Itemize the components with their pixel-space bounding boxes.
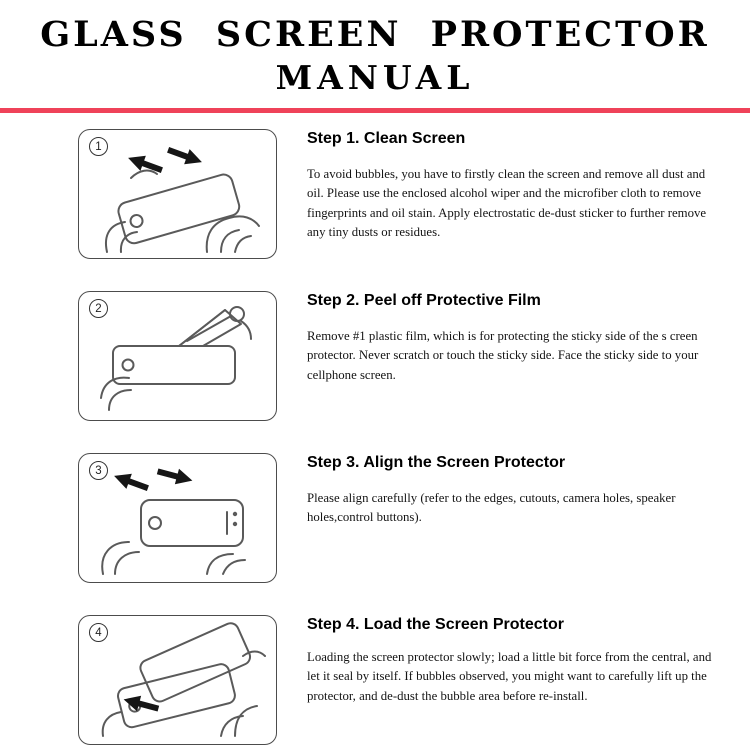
step-number: 3 [95, 464, 102, 477]
align-arrow-right-icon [156, 468, 193, 485]
hands-loading-protector-icon [101, 622, 266, 737]
title-divider [0, 108, 750, 113]
step-number: 2 [95, 302, 102, 315]
align-arrow-left-icon [114, 473, 149, 491]
step-4-text: Step 4. Load the Screen Protector Loadin… [307, 615, 724, 706]
step-number-badge: 1 [89, 137, 108, 156]
step-number-badge: 3 [89, 461, 108, 480]
step-2-text: Step 2. Peel off Protective Film Remove … [307, 291, 724, 385]
protector-sheet-outline [139, 622, 252, 703]
step-number: 4 [95, 626, 102, 639]
step-heading: Step 2. Peel off Protective Film [307, 292, 541, 309]
hands-aligning-protector-icon [101, 468, 246, 575]
step-number-badge: 2 [89, 299, 108, 318]
steps-list: 1 [0, 113, 750, 745]
step-2-illustration: 2 [78, 291, 277, 421]
manual-title: GLASS SCREEN PROTECTOR MANUAL [0, 0, 750, 97]
camera-hole-dot [232, 521, 238, 527]
step-heading: Step 4. Load the Screen Protector [307, 616, 564, 633]
step-body: Remove #1 plastic film, which is for pro… [307, 329, 699, 382]
wipe-arrow-right-icon [167, 147, 202, 165]
hand-outline [100, 306, 252, 411]
camera-hole-dot [232, 511, 238, 517]
step-body: To avoid bubbles, you have to firstly cl… [307, 167, 707, 240]
step-1-illustration: 1 [78, 129, 277, 259]
step-row-1: 1 [78, 129, 724, 259]
step-1-text: Step 1. Clean Screen To avoid bubbles, y… [307, 129, 724, 243]
wipe-arrow-left-icon [128, 155, 163, 173]
hand-outline [101, 650, 266, 737]
step-3-illustration: 3 [78, 453, 277, 583]
step-number-badge: 4 [89, 623, 108, 642]
phone-outline [117, 173, 241, 245]
load-arrow-icon [123, 695, 160, 712]
hand-outline [105, 169, 260, 253]
hand-outline [101, 541, 246, 575]
phone-outline [112, 345, 236, 385]
film-outline [178, 309, 242, 347]
step-3-text: Step 3. Align the Screen Protector Pleas… [307, 453, 724, 528]
step-body: Please align carefully (refer to the edg… [307, 491, 676, 525]
phone-outline [140, 499, 244, 547]
step-body: Loading the screen protector slowly; loa… [307, 650, 712, 703]
step-row-4: 4 [78, 615, 724, 745]
step-row-3: 3 [78, 453, 724, 583]
step-row-2: 2 [78, 291, 724, 421]
title-line-2: MANUAL [275, 58, 475, 97]
hand-peeling-film-icon [100, 306, 252, 411]
step-number: 1 [95, 140, 102, 153]
step-4-illustration: 4 [78, 615, 277, 745]
title-line-1: GLASS SCREEN PROTECTOR [40, 14, 710, 55]
step-heading: Step 3. Align the Screen Protector [307, 454, 566, 471]
step-heading: Step 1. Clean Screen [307, 130, 466, 147]
hands-wiping-phone-icon [105, 147, 260, 253]
